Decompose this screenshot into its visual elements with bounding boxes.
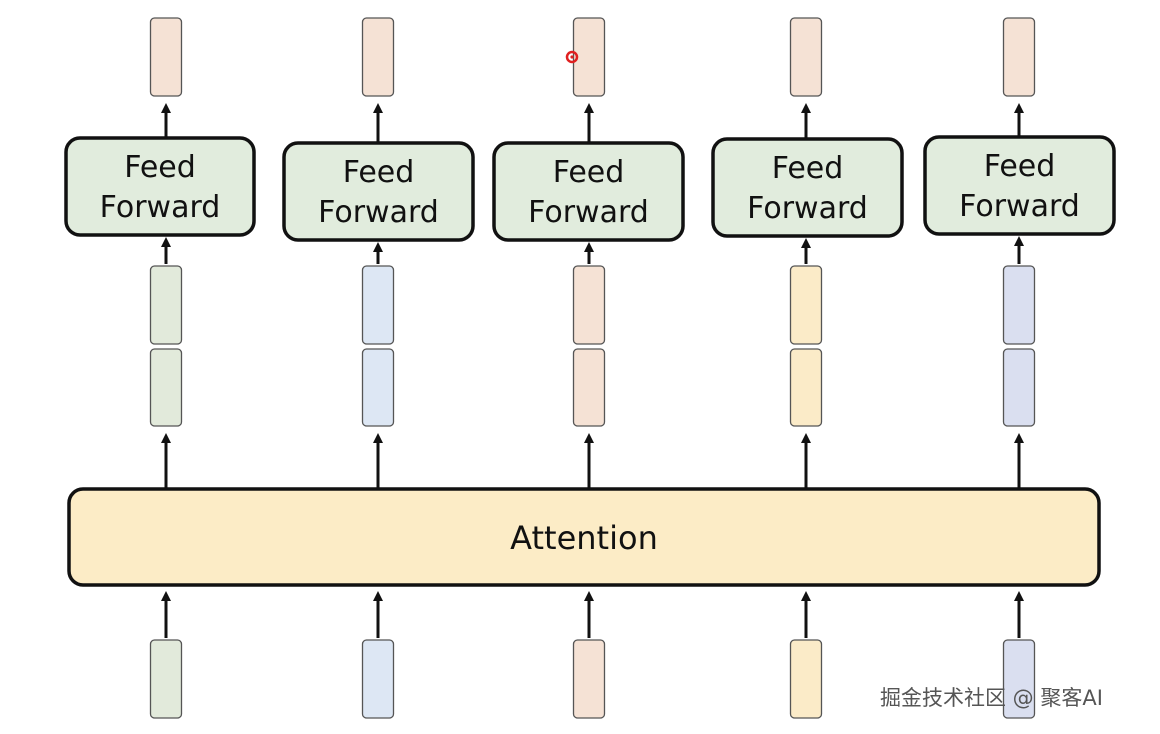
feed-forward-label-line1: Feed (124, 150, 196, 185)
feed-forward-label-line2: Forward (318, 195, 439, 230)
feed-forward-label-line1: Feed (772, 151, 844, 186)
feed-forward-label-line2: Forward (959, 189, 1080, 224)
feed-forward-label-line1: Feed (343, 155, 415, 190)
input-vector (1002, 639, 1036, 719)
feed-forward-label-line2: Forward (747, 191, 868, 226)
hidden-vector-lower (361, 348, 395, 427)
hidden-vector-upper (572, 265, 606, 345)
feed-forward-block (282, 141, 475, 242)
feed-forward-block (64, 136, 256, 237)
hidden-vector-upper (149, 265, 183, 345)
hidden-vector-upper (789, 265, 823, 345)
hidden-vector-lower (572, 348, 606, 427)
feed-forward-label-line1: Feed (984, 149, 1056, 184)
input-vector (572, 639, 606, 719)
feed-forward-block (711, 137, 904, 238)
watermark: 掘金技术社区 @ 聚客AI (880, 686, 1103, 710)
input-vector (789, 639, 823, 719)
hidden-vector-upper (1002, 265, 1036, 345)
hidden-vector-lower (149, 348, 183, 427)
hidden-vector-lower (1002, 348, 1036, 427)
feed-forward-label-line2: Forward (100, 190, 221, 225)
attention-block (67, 487, 1101, 587)
cursor-dot-center (570, 55, 574, 59)
attention-label: Attention (510, 519, 658, 557)
output-vector (149, 17, 183, 97)
feed-forward-block (923, 135, 1116, 236)
hidden-vector-upper (361, 265, 395, 345)
input-vector (361, 639, 395, 719)
output-vector (789, 17, 823, 97)
cursor-dot (565, 50, 579, 64)
token-columns: FeedForwardFeedForwardFeedForwardFeedFor… (64, 17, 1116, 719)
output-vector (1002, 17, 1036, 97)
input-vector (149, 639, 183, 719)
hidden-vector-lower (789, 348, 823, 427)
feed-forward-block (492, 141, 685, 242)
feed-forward-label-line1: Feed (553, 155, 625, 190)
output-vector (361, 17, 395, 97)
feed-forward-label-line2: Forward (528, 195, 649, 230)
